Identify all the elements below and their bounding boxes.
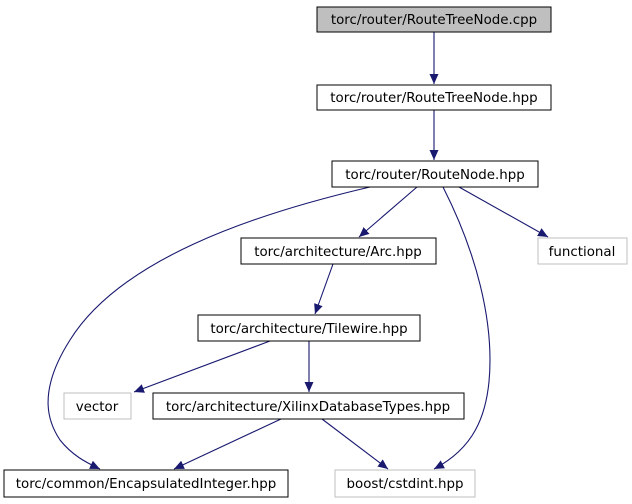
node-label: torc/architecture/XilinxDatabaseTypes.hp… [166, 400, 450, 415]
node-routetreenode-hpp[interactable]: torc/router/RouteTreeNode.hpp [316, 84, 552, 111]
node-label: vector [76, 400, 119, 415]
edge-tilewire-hpp-to-vector [133, 340, 271, 393]
node-box [3, 469, 289, 498]
edge-xilinxdatabasetypes-hpp-to-encapsulatedinteger-hpp [173, 418, 282, 470]
node-box [197, 314, 421, 342]
node-vector[interactable]: vector [63, 392, 132, 420]
node-routetreenode-cpp[interactable]: torc/router/RouteTreeNode.cpp [316, 6, 552, 33]
node-label: boost/cstdint.hpp [347, 477, 464, 492]
node-routenode-hpp[interactable]: torc/router/RouteNode.hpp [331, 160, 539, 188]
node-box [316, 84, 552, 111]
node-box [316, 6, 552, 33]
edge-routenode-hpp-to-functional [458, 186, 549, 238]
node-label: torc/router/RouteTreeNode.hpp [330, 91, 537, 106]
node-box [537, 237, 628, 265]
node-label: torc/common/EncapsulatedInteger.hpp [16, 477, 276, 492]
node-box [152, 392, 465, 420]
node-tilewire-hpp[interactable]: torc/architecture/Tilewire.hpp [197, 314, 421, 342]
node-label: torc/architecture/Tilewire.hpp [210, 322, 407, 337]
node-xilinxdatabasetypes-hpp[interactable]: torc/architecture/XilinxDatabaseTypes.hp… [152, 392, 465, 420]
edge-arc-hpp-to-tilewire-hpp [314, 263, 334, 315]
edges [47, 32, 549, 470]
node-box [240, 237, 437, 265]
node-label: torc/router/RouteTreeNode.cpp [331, 13, 537, 28]
node-functional[interactable]: functional [537, 237, 628, 265]
node-label: functional [549, 245, 616, 260]
node-box [331, 160, 539, 188]
edge-routenode-hpp-to-arc-hpp [358, 186, 418, 238]
edge-routenode-hpp-to-encapsulatedinteger-hpp [47, 186, 371, 470]
node-arc-hpp[interactable]: torc/architecture/Arc.hpp [240, 237, 437, 265]
node-label: torc/router/RouteNode.hpp [345, 168, 525, 183]
node-box [63, 392, 132, 420]
node-box [334, 469, 476, 498]
edge-routenode-hpp-to-cstdint-hpp [433, 186, 491, 470]
node-cstdint-hpp[interactable]: boost/cstdint.hpp [334, 469, 476, 498]
node-encapsulatedinteger-hpp[interactable]: torc/common/EncapsulatedInteger.hpp [3, 469, 289, 498]
nodes: torc/router/RouteTreeNode.cpp torc/route… [3, 6, 628, 498]
node-label: torc/architecture/Arc.hpp [254, 245, 422, 260]
edge-xilinxdatabasetypes-hpp-to-cstdint-hpp [321, 418, 389, 470]
